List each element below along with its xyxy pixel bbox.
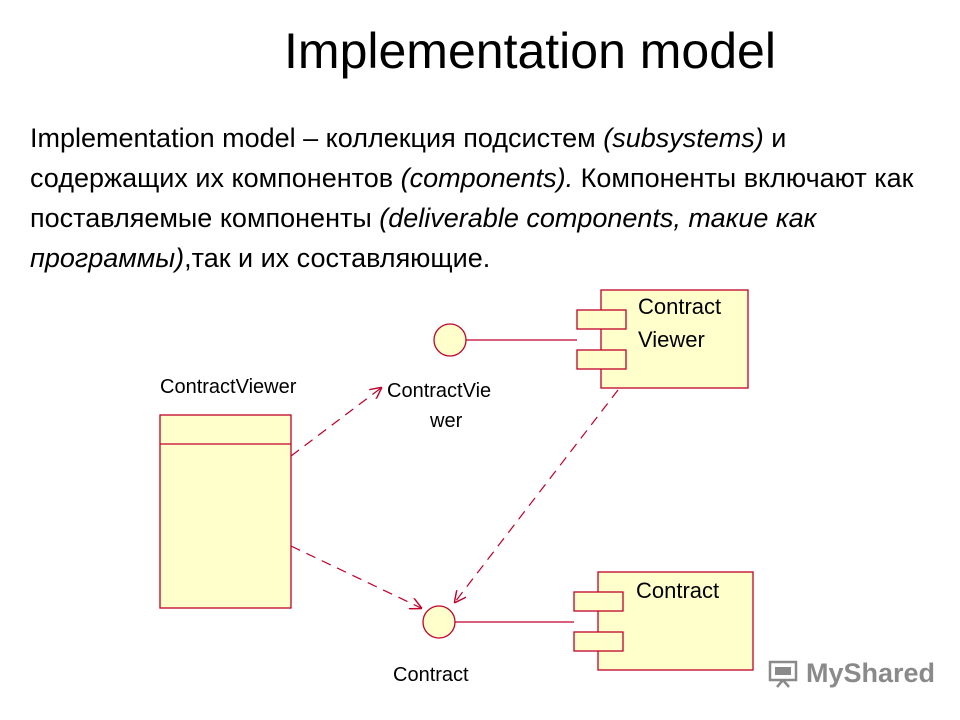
para-part-4: (components). (400, 163, 574, 193)
watermark: MyShared (768, 656, 935, 696)
slideshow-icon (768, 660, 798, 688)
component-tab-bottom-1 (573, 591, 624, 612)
interface-circle-bottom (422, 605, 456, 639)
dependency-arrow-class-to-contract (290, 545, 421, 608)
para-part-6: (deliverable components, такие как прогр… (30, 203, 817, 273)
class-box (159, 414, 292, 609)
interface-label-top-line1: ContractVie (387, 380, 491, 402)
component-top-label-line2: Viewer (638, 327, 705, 352)
para-part-5: Компоненты включают как поставляемые ком… (30, 163, 914, 233)
dependency-arrow-class-to-viewer (290, 388, 381, 457)
interface-label-top-line2: wer (429, 410, 463, 432)
para-part-1: Implementation model – коллекция подсист… (30, 123, 604, 153)
para-part-3: и содержащих их компонентов (30, 123, 787, 193)
component-contract (597, 571, 754, 671)
component-tab-top-1 (576, 309, 627, 330)
dependency-arrow-viewer-to-contract (455, 389, 619, 602)
para-part-2: (subsystems) (603, 123, 764, 153)
component-top-label-line1: Contract (638, 294, 721, 319)
component-tab-bottom-2 (573, 631, 624, 652)
interface-circle-top (433, 323, 467, 357)
component-tab-top-2 (576, 349, 627, 370)
interface-label-bottom: Contract (393, 664, 469, 686)
class-label: ContractViewer (160, 376, 297, 398)
body-paragraph: Implementation model – коллекция подсист… (30, 118, 930, 278)
component-contract-viewer (600, 289, 749, 389)
para-part-7: ,так и их составляющие. (184, 243, 491, 273)
component-bottom-label: Contract (636, 578, 719, 603)
watermark-text: MyShared (806, 658, 936, 688)
slide-title: Implementation model (284, 23, 776, 79)
